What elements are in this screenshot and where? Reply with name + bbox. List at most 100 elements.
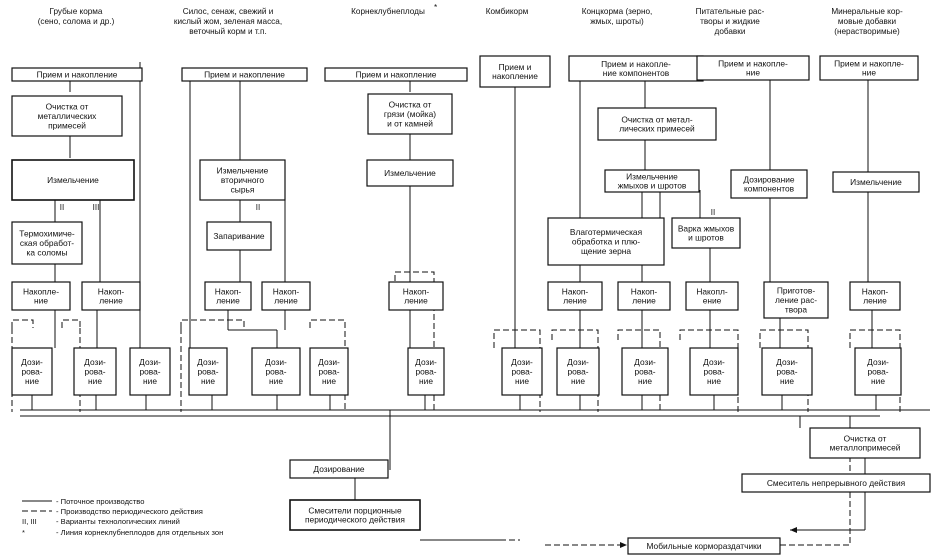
periodic-flow-line xyxy=(309,319,346,412)
column-header: Питательные рас- xyxy=(696,7,765,16)
column-header: кислый жом, зеленая масса, xyxy=(174,17,282,26)
block-label: рова- xyxy=(511,367,532,377)
block-label: ние xyxy=(143,376,157,386)
block-label: Накоп- xyxy=(98,286,125,296)
block-c2-grind xyxy=(199,159,286,201)
legend-symbol: II, III xyxy=(22,517,37,526)
block-c5-accum2 xyxy=(617,281,671,311)
block-label: ление xyxy=(216,296,240,306)
block-c2-accum1 xyxy=(204,281,252,311)
block-label: Влаготермическая xyxy=(570,227,642,237)
block-label: ние xyxy=(862,68,876,78)
block-label: рова- xyxy=(776,367,797,377)
block-label: Дози- xyxy=(567,357,589,367)
block-label: рова- xyxy=(703,367,724,377)
block-c5-boil xyxy=(671,217,741,249)
block-c4-receive xyxy=(479,55,551,88)
block-label: Измельчение xyxy=(217,166,269,176)
block-label: ление xyxy=(404,296,428,306)
column-header: Комбикорм xyxy=(486,7,529,16)
block-c5-accum1 xyxy=(547,281,603,311)
periodic-flow-line xyxy=(180,319,245,328)
block-c1-grind xyxy=(11,159,135,201)
block-label: Дози- xyxy=(84,357,106,367)
legend-symbol: * xyxy=(22,528,25,537)
block-c1-accum2 xyxy=(81,281,141,311)
periodic-flow-line xyxy=(780,458,851,546)
block-label: Дози- xyxy=(703,357,725,367)
block-bottom-mobile xyxy=(627,537,781,555)
block-label: Дози- xyxy=(776,357,798,367)
block-c5-grind xyxy=(604,169,700,193)
block-label: рова- xyxy=(197,367,218,377)
block-label: щение зерна xyxy=(581,246,631,256)
block-c1-dose1 xyxy=(11,347,53,396)
periodic-flow-line xyxy=(61,319,81,328)
block-c7-dose xyxy=(854,347,902,396)
block-label: примесей xyxy=(48,120,86,130)
block-label: обработка и плю- xyxy=(572,237,640,247)
block-label: ение xyxy=(703,296,722,306)
block-label: Прием и xyxy=(499,62,532,72)
arrow-head xyxy=(790,527,797,533)
block-label: ние xyxy=(419,376,433,386)
block-c7-grind xyxy=(832,171,920,193)
block-c1-dose3 xyxy=(129,347,171,396)
block-label: грязи (мойка) xyxy=(384,109,436,119)
block-label: ление рас- xyxy=(775,295,817,305)
block-label: рова- xyxy=(84,367,105,377)
block-label: ние xyxy=(707,376,721,386)
block-label: ние xyxy=(871,376,885,386)
block-label: металлических xyxy=(38,111,98,121)
block-label: ка соломы xyxy=(26,247,67,257)
block-label: и от камней xyxy=(387,118,433,128)
block-label: ление xyxy=(274,296,298,306)
block-label: Мобильные кормораздатчики xyxy=(646,541,761,551)
column-header: Силос, сенаж, свежий и xyxy=(183,7,274,16)
block-label: Дозирование xyxy=(743,174,794,184)
block-label: Приготов- xyxy=(777,286,816,296)
block-label: ление xyxy=(99,296,123,306)
legend-text: - Варианты технологических линий xyxy=(56,517,180,526)
column-header: добавки xyxy=(715,27,746,36)
block-label: Прием и накопле- xyxy=(718,58,788,68)
block-bottom-dose xyxy=(289,459,389,479)
block-bottom-cont xyxy=(741,473,931,493)
block-c2-dose1 xyxy=(188,347,228,396)
block-label: Термохимиче- xyxy=(19,229,75,239)
block-c1-clean xyxy=(11,95,123,137)
block-label: Дозирование xyxy=(313,464,364,474)
block-c3-clean xyxy=(367,93,453,135)
block-c1-receive xyxy=(11,67,143,82)
block-bottom-batch xyxy=(289,499,421,531)
block-c1-thermo xyxy=(11,221,83,265)
periodic-flow-line xyxy=(394,271,435,412)
block-c5-dose3 xyxy=(689,347,739,396)
block-c5-dose1 xyxy=(556,347,600,396)
text-layer: Грубые корма(сено, солома и др.)Силос, с… xyxy=(19,3,905,551)
column-header: Грубые корма xyxy=(50,7,103,16)
block-c1-dose2 xyxy=(73,347,117,396)
block-label: Очистка от xyxy=(844,433,887,443)
block-label: Измельчение xyxy=(384,168,436,178)
block-label: Варка жмыхов xyxy=(678,223,735,233)
block-label: Дози- xyxy=(197,357,219,367)
block-label: рова- xyxy=(21,367,42,377)
block-label: Дози- xyxy=(139,357,161,367)
block-label: Измельчение xyxy=(850,177,902,187)
block-c5-dose2 xyxy=(621,347,669,396)
block-label: Накоп- xyxy=(862,286,889,296)
block-label: рова- xyxy=(318,367,339,377)
block-label: рова- xyxy=(415,367,436,377)
block-label: жмыхов и шротов xyxy=(618,181,687,191)
block-c2-accum2 xyxy=(261,281,311,311)
legend-text: - Линия корнеклубнеплодов для отдельных … xyxy=(56,528,223,537)
block-bottom-clean xyxy=(809,427,921,459)
block-label: Очистка от xyxy=(389,100,432,110)
variant-mark: III xyxy=(93,203,100,212)
periodic-flow-line xyxy=(759,329,809,412)
arrow-head xyxy=(620,542,627,548)
column-header: веточный корм и т.п. xyxy=(189,27,266,36)
block-label: рова- xyxy=(634,367,655,377)
block-label: Накоп- xyxy=(562,286,589,296)
